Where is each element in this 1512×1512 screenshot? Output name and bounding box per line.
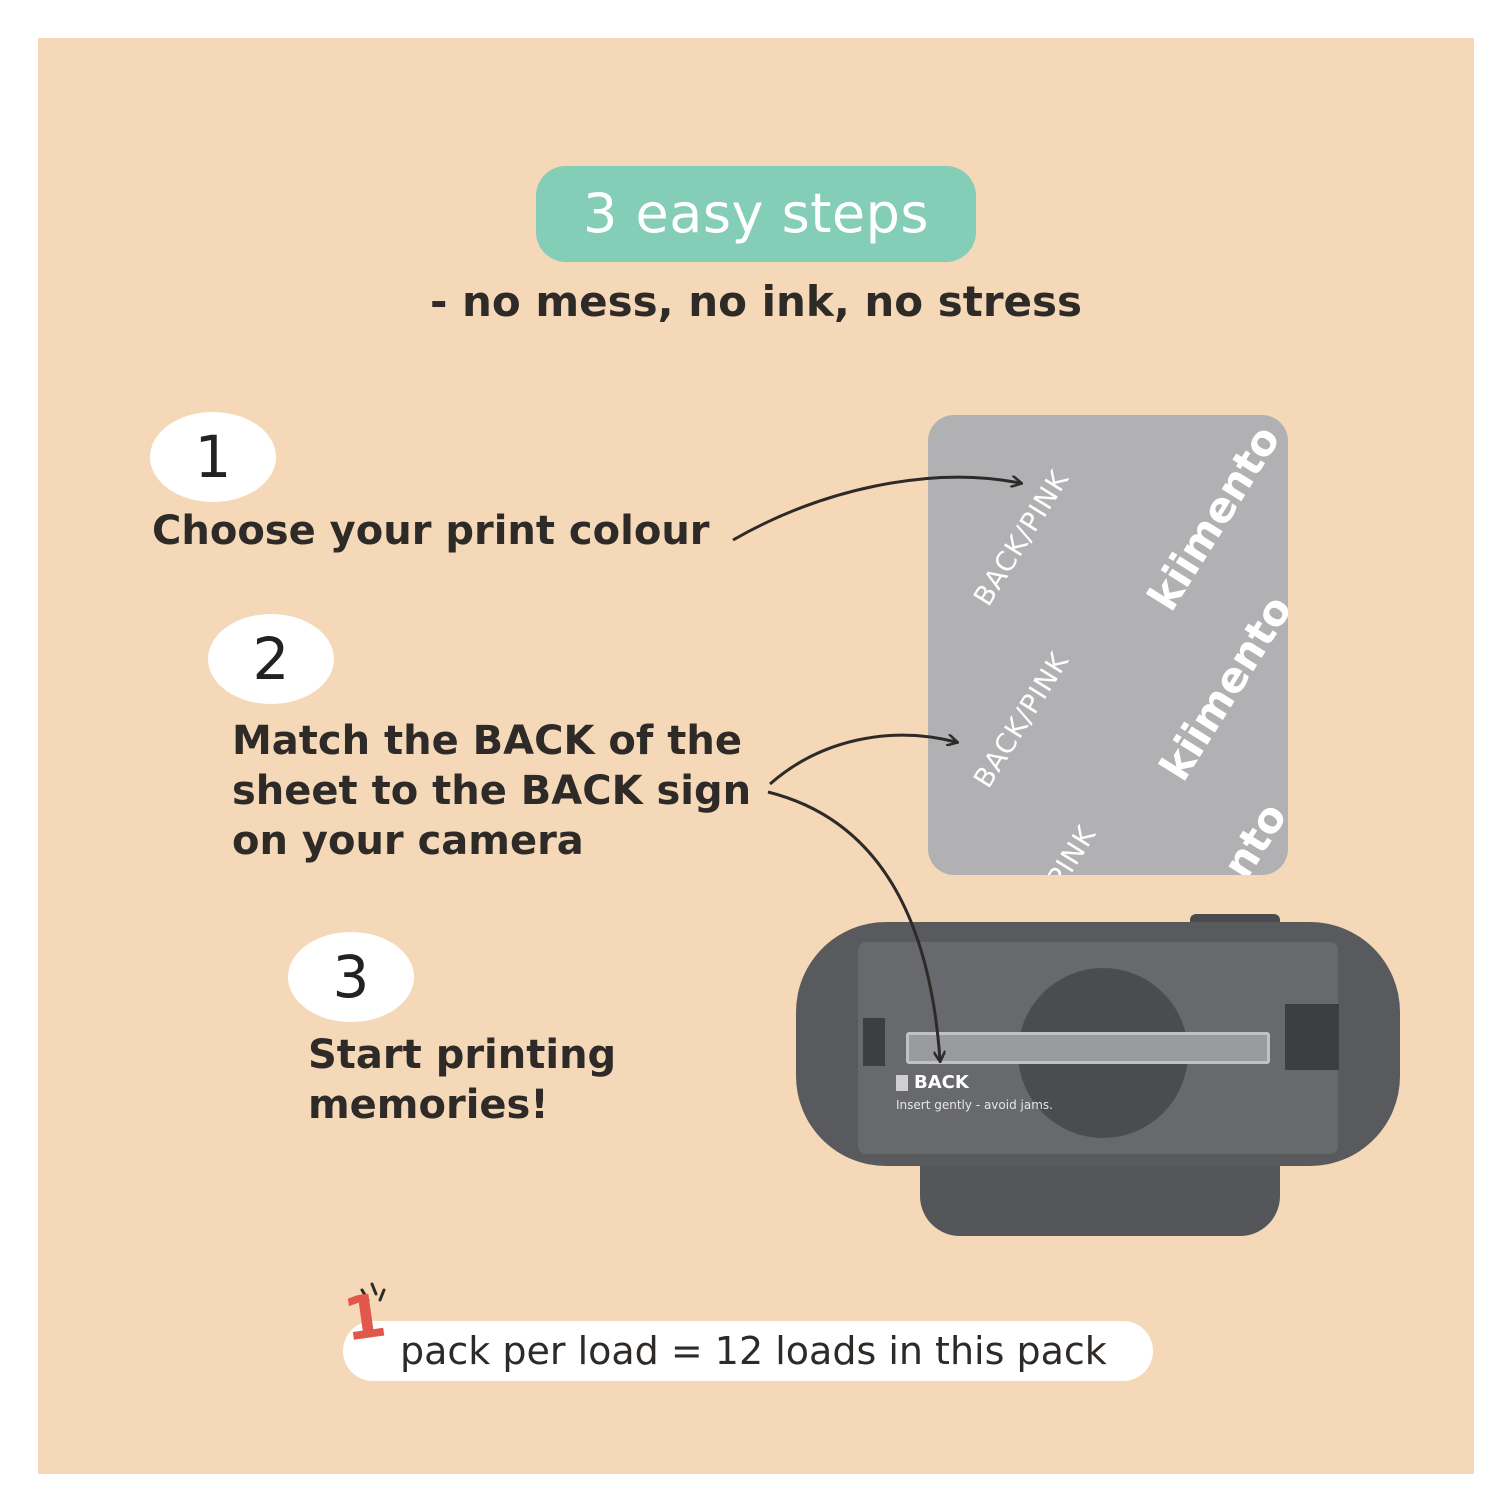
- arrow-icon: [732, 477, 1020, 542]
- step-2-line-2: sheet to the BACK sign: [232, 768, 752, 814]
- step-2-text: Match the BACK of the sheet to the BACK …: [232, 716, 751, 866]
- footer-text: pack per load = 12 loads in this pack: [400, 1329, 1107, 1373]
- title-pill: 3 easy steps: [536, 166, 976, 262]
- photo-sheet: BACK/PINK kiimento BACK/PINK kiimento /P…: [928, 415, 1288, 875]
- step-3-line-2: memories!: [308, 1082, 549, 1128]
- paper-slot: [906, 1032, 1270, 1064]
- footer-pill: [343, 1321, 1153, 1381]
- arrow-icon: [769, 733, 956, 786]
- camera-back-label: BACK: [896, 1072, 969, 1093]
- camera-side-tab-left: [863, 1018, 885, 1066]
- step-1-number: 1: [150, 412, 276, 502]
- step-2-number: 2: [208, 614, 334, 704]
- camera-back-text: BACK: [914, 1072, 969, 1093]
- camera-side-tab-right: [1285, 1004, 1339, 1070]
- step-3-text: Start printing memories!: [308, 1030, 616, 1130]
- step-3-line-1: Start printing: [308, 1032, 617, 1078]
- step-2-line-3: on your camera: [232, 818, 584, 864]
- sheet-icon: [896, 1074, 908, 1091]
- subtitle: - no mess, no ink, no stress: [429, 277, 1083, 326]
- step-3-number: 3: [288, 932, 414, 1022]
- step-2-line-1: Match the BACK of the: [232, 718, 742, 764]
- step-1-text: Choose your print colour: [152, 506, 710, 556]
- arrow-icon: [767, 790, 940, 1060]
- camera-note: Insert gently - avoid jams.: [896, 1098, 1053, 1112]
- sparkle-icon: [360, 1282, 386, 1302]
- step-1-line-1: Choose your print colour: [152, 508, 710, 554]
